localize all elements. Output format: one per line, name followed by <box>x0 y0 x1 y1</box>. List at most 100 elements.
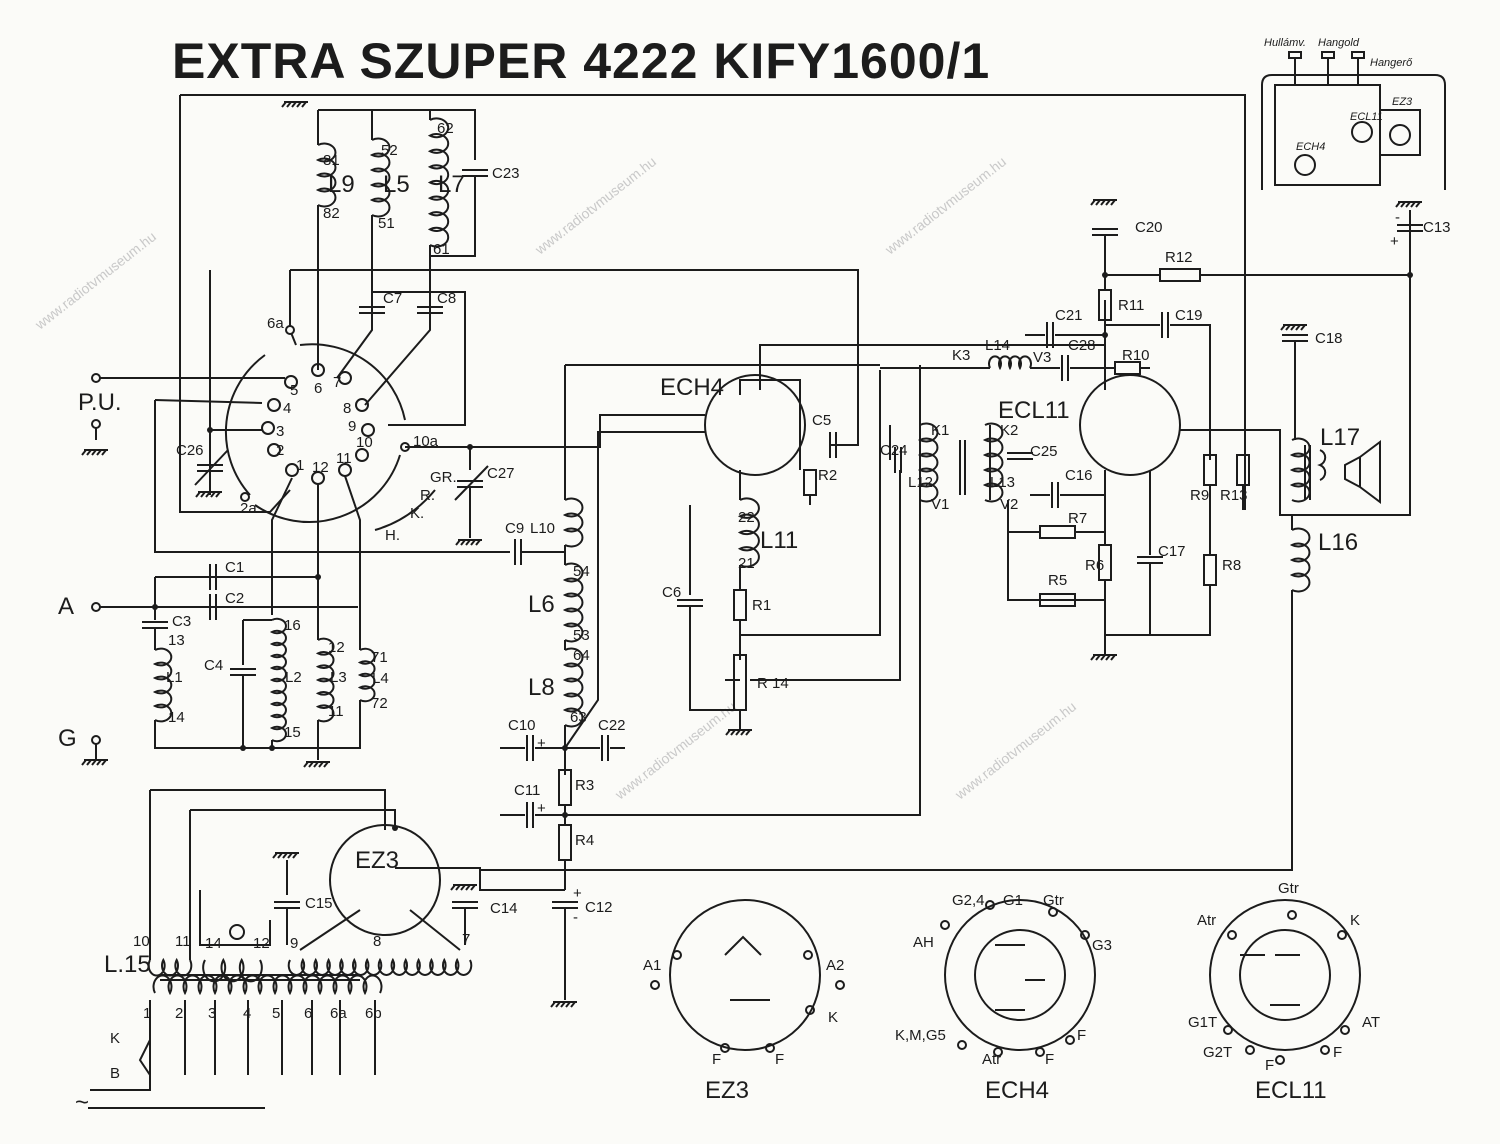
wire <box>150 789 386 830</box>
coil <box>982 422 1004 503</box>
switch-contact <box>261 421 275 435</box>
ground-hatch <box>1400 201 1406 208</box>
transformer-tap: 11 <box>175 933 191 950</box>
ground-hatch <box>96 449 102 456</box>
switch-contact <box>311 363 325 377</box>
tap-t13: 13 <box>168 632 185 649</box>
ground-hatch <box>455 539 461 546</box>
switch-pin-2a: 2a <box>240 500 257 517</box>
coil <box>152 647 173 723</box>
pin <box>957 1040 967 1050</box>
terminal <box>91 735 101 745</box>
coil <box>1317 449 1327 481</box>
label-r6: R6 <box>1085 557 1104 574</box>
label-c13: C13 <box>1423 219 1451 236</box>
label-r3: R3 <box>575 777 594 794</box>
label-c22: C22 <box>598 717 626 734</box>
wire <box>1149 563 1210 636</box>
electrodes <box>995 944 1300 1011</box>
ground-hatch <box>555 1001 561 1008</box>
chassis-outline <box>1261 74 1446 190</box>
switch-pin-label: 2 <box>276 442 284 459</box>
terminal-b: B <box>110 1065 120 1082</box>
label-l13: L13 <box>990 474 1015 491</box>
ground-hatch <box>1410 201 1416 208</box>
label-l7: L7 <box>438 171 465 198</box>
wire <box>750 470 901 681</box>
label-c26: C26 <box>176 442 204 459</box>
ground-hatch <box>725 729 731 736</box>
pinout-ez3-title: EZ3 <box>705 1077 749 1104</box>
terminal <box>285 325 295 335</box>
label-r12: R12 <box>1165 249 1193 266</box>
label-c2: C2 <box>225 590 244 607</box>
ground-hatch <box>1395 201 1401 208</box>
tap-t16: 16 <box>284 617 301 634</box>
ground-hatch <box>101 449 107 456</box>
wiring <box>81 51 1446 1109</box>
plus-sign: + <box>1390 233 1399 250</box>
chassis-box <box>1274 84 1381 186</box>
resistor <box>733 654 747 711</box>
pinout-ech4-pin: F <box>1045 1051 1054 1068</box>
tap-t81: 81 <box>323 152 340 169</box>
label-c19: C19 <box>1175 307 1203 324</box>
pinout-ech4 <box>944 899 1096 1051</box>
wire <box>90 1025 151 1091</box>
wire <box>154 700 361 749</box>
ground-hatch <box>730 729 736 736</box>
watermark-text: www.radiotvmuseum.hu <box>31 228 159 333</box>
tap-t15: 15 <box>284 724 301 741</box>
switch-pin-label: 5 <box>290 382 298 399</box>
label-c10: C10 <box>508 717 536 734</box>
tap-t51: 51 <box>378 215 395 232</box>
label-l3: L3 <box>330 669 347 686</box>
pinout-ez3-pin: A1 <box>643 957 661 974</box>
pinout-ecl11-pin: F <box>1265 1057 1274 1074</box>
minus-sign: - <box>573 909 578 926</box>
ground-hatch <box>286 101 292 108</box>
label-r14: R 14 <box>757 675 789 692</box>
terminal <box>91 419 101 429</box>
ground-hatch <box>1110 654 1116 661</box>
label-c14: C14 <box>490 900 518 917</box>
wire <box>372 291 466 426</box>
diagram-title: EXTRA SZUPER 4222 KIFY1600/1 <box>172 33 990 89</box>
label-c9: C9 <box>505 520 524 537</box>
inset-tube-label: EZ3 <box>1392 96 1413 108</box>
label-l15: L.15 <box>104 951 151 978</box>
coil <box>287 957 473 976</box>
label-r7: R7 <box>1068 510 1087 527</box>
label-r10: R10 <box>1122 347 1150 364</box>
ground-hatch <box>296 101 302 108</box>
ground-hatch <box>323 761 329 768</box>
label-l9: L9 <box>328 171 355 198</box>
wire <box>740 370 881 636</box>
pin <box>1223 1025 1233 1035</box>
wire <box>1180 210 1411 516</box>
ground-hatch <box>1095 199 1101 206</box>
switch-position-label: R. <box>420 487 435 504</box>
ground-hatch <box>292 852 298 859</box>
ground-hatch <box>200 491 206 498</box>
pinout-ech4-inner <box>974 929 1066 1021</box>
transformer-tap: 2 <box>175 1005 183 1022</box>
switch-pin-10a: 10a <box>413 433 439 450</box>
label-r2: R2 <box>818 467 837 484</box>
tube-socket <box>1389 124 1411 146</box>
tap-k2: K2 <box>1000 422 1018 439</box>
tap-t54: 54 <box>573 563 590 580</box>
resistor <box>1159 268 1201 282</box>
label-l17: L17 <box>1320 424 1360 451</box>
coil <box>988 355 1032 371</box>
wire <box>689 606 740 711</box>
pin <box>1227 930 1237 940</box>
ground-hatch <box>287 852 293 859</box>
pin <box>1340 1025 1350 1035</box>
transformer-tap: 12 <box>253 935 270 952</box>
label-c12: C12 <box>585 899 613 916</box>
pinout-ecl11-pin: AT <box>1362 1014 1380 1031</box>
resistor <box>1236 454 1250 486</box>
